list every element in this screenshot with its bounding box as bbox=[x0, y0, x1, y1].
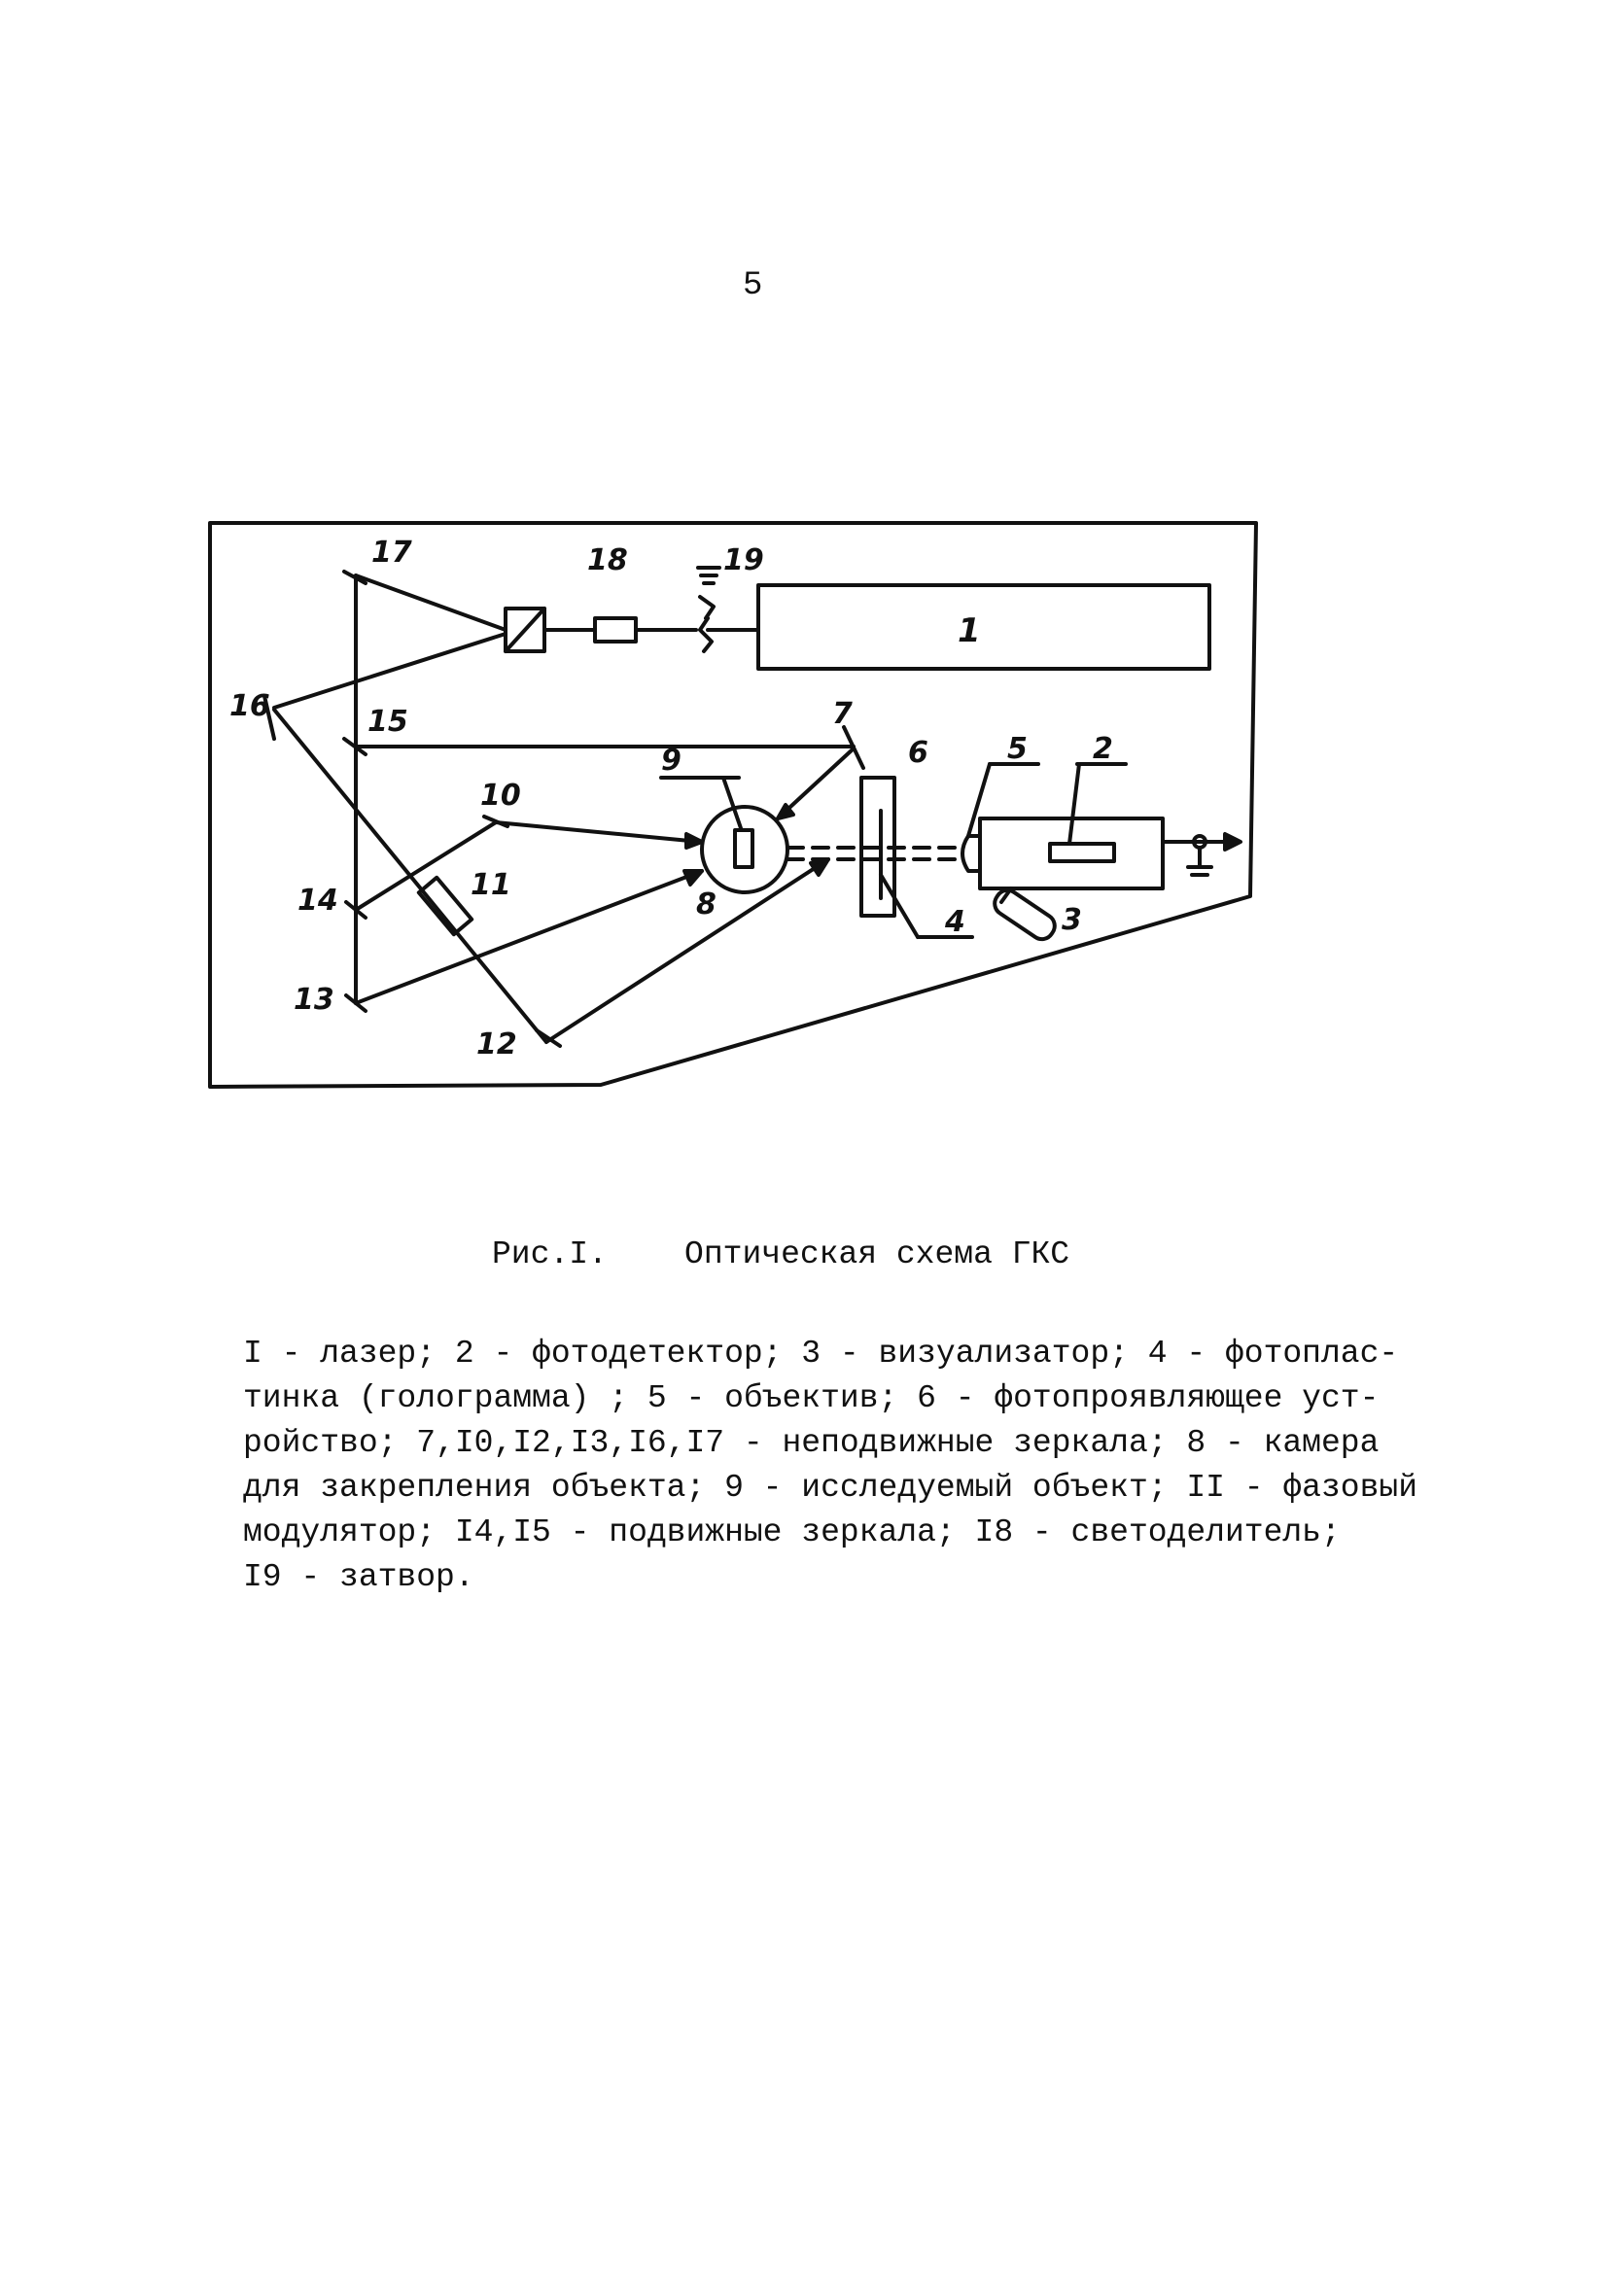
beam-10-to-object bbox=[494, 820, 702, 844]
label-10: 10 bbox=[480, 779, 521, 813]
mirror-12 bbox=[535, 1028, 562, 1048]
phase-modulator bbox=[416, 875, 474, 937]
label-6: 6 bbox=[908, 736, 928, 770]
label-9-pointer bbox=[721, 776, 743, 830]
page-number: 5 bbox=[743, 267, 763, 304]
arrow-10 bbox=[684, 832, 704, 850]
label-19: 19 bbox=[723, 543, 764, 577]
arrow-12 bbox=[809, 857, 830, 877]
label-9: 9 bbox=[661, 744, 682, 778]
legend-line: I9 - затвор. bbox=[243, 1559, 474, 1595]
caption-figure-number: Рис.I. bbox=[492, 1236, 608, 1272]
arrow-7 bbox=[776, 803, 795, 820]
legend-line: ройство; 7,I0,I2,I3,I6,I7 - неподвижные … bbox=[243, 1425, 1380, 1461]
label-18: 18 bbox=[587, 543, 628, 577]
visualizer-link bbox=[999, 887, 1013, 904]
legend-line: тинка (голограмма) ; 5 - объектив; 6 - ф… bbox=[243, 1380, 1380, 1416]
photodetector-element bbox=[1048, 842, 1116, 863]
laser-body bbox=[756, 583, 1211, 671]
beam-to-mirror-17 bbox=[354, 574, 507, 632]
output-arrow bbox=[1223, 832, 1242, 852]
figure-caption: Рис.I. Оптическая схема ГКС bbox=[492, 1236, 1069, 1272]
label-8: 8 bbox=[696, 887, 717, 922]
label-17: 17 bbox=[371, 536, 412, 570]
label-3: 3 bbox=[1062, 903, 1082, 937]
shutter-symbol bbox=[696, 566, 721, 653]
label-2-leader bbox=[1067, 762, 1081, 846]
label-12: 12 bbox=[476, 1027, 517, 1061]
label-16: 16 bbox=[229, 689, 270, 723]
objective-lens bbox=[961, 834, 982, 873]
label-14: 14 bbox=[297, 884, 338, 918]
beam-to-mirror-16 bbox=[272, 632, 507, 710]
legend-line: I - лазер; 2 - фотодетектор; 3 - визуали… bbox=[243, 1336, 1399, 1372]
label-4-leader bbox=[879, 873, 920, 939]
label-2: 2 bbox=[1093, 732, 1113, 766]
beam-7-to-object bbox=[776, 747, 856, 820]
mirror-16 bbox=[262, 694, 276, 741]
beam-13-to-object bbox=[354, 869, 704, 1005]
label-15: 15 bbox=[367, 705, 408, 739]
object-chamber bbox=[700, 805, 789, 894]
label-5: 5 bbox=[1007, 732, 1028, 766]
beam-14-to-10 bbox=[354, 820, 498, 912]
label-4: 4 bbox=[944, 905, 965, 939]
visualizer-tube bbox=[993, 887, 1057, 942]
photo-processing-device bbox=[859, 776, 896, 918]
figure-legend: I - лазер; 2 - фотодетектор; 3 - визуали… bbox=[243, 1332, 1429, 1600]
arrow-13 bbox=[682, 869, 704, 887]
legend-line: для закрепления объекта; 9 - исследуемый… bbox=[243, 1470, 1417, 1506]
beam-12-to-plate bbox=[544, 857, 830, 1044]
splitter-optic bbox=[593, 616, 638, 644]
beamsplitter-diagonal bbox=[504, 607, 546, 653]
label-1: 1 bbox=[958, 611, 981, 650]
test-object bbox=[733, 828, 754, 869]
table-outline bbox=[208, 521, 1258, 1089]
label-13: 13 bbox=[294, 983, 334, 1017]
caption-title: Оптическая схема ГКС bbox=[684, 1236, 1070, 1272]
label-11: 11 bbox=[471, 868, 511, 902]
legend-line: модулятор; I4,I5 - подвижные зеркала; I8… bbox=[243, 1514, 1341, 1550]
label-7: 7 bbox=[832, 697, 853, 731]
label-5-leader bbox=[966, 762, 992, 838]
